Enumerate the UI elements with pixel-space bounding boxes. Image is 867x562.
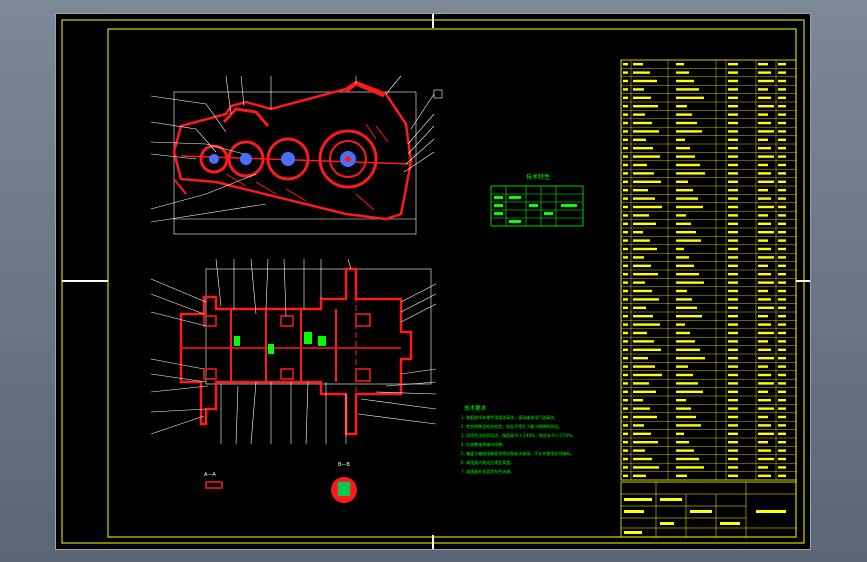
- spec-table-title: 技术特性: [526, 173, 550, 181]
- front-view: [150, 75, 443, 235]
- section-label-b: B—B: [338, 462, 350, 468]
- note-2: 2. 啮合侧隙用铅丝检验，铅丝不得大于最小侧隙的四倍。: [461, 423, 562, 429]
- front-view-leaders: [150, 75, 435, 223]
- section-label-a: A—A: [204, 472, 216, 478]
- gear-2: [227, 140, 265, 178]
- gear-3: [266, 137, 310, 181]
- top-view: A—A B—B: [150, 258, 437, 503]
- note-6: 6. 减速器内装油至规定高度。: [461, 459, 514, 465]
- note-4: 4. 应调整轴承轴向间隙。: [461, 441, 506, 447]
- top-view-dimension-box: [205, 268, 432, 385]
- front-view-dimension-box: [173, 91, 417, 235]
- gear-4: [318, 129, 378, 189]
- inspection-cover: [222, 107, 270, 127]
- housing-plan: [179, 267, 413, 436]
- drawing-sheet: 技术特性: [55, 13, 811, 550]
- notes-title: 技术要求: [464, 404, 487, 412]
- spec-table: 技术特性: [490, 173, 584, 227]
- parts-list: [620, 59, 797, 481]
- note-1: 1. 装配前所有零件用煤油清洗，滚动轴承用汽油清洗。: [461, 414, 558, 420]
- technical-notes: 技术要求 1. 装配前所有零件用煤油清洗，滚动轴承用汽油清洗。 2. 啮合侧隙用…: [461, 404, 576, 474]
- cad-drawing: 技术特性: [61, 14, 810, 549]
- gear-contacts: [234, 332, 326, 354]
- top-view-leaders: [150, 258, 437, 445]
- title-block: [620, 481, 797, 538]
- note-7: 7. 减速器外表面涂灰色油漆。: [461, 468, 514, 474]
- note-3: 3. 用涂色法检验斑点，按齿高不小于40%，按齿长不小于50%。: [461, 432, 576, 438]
- section-details: A—A B—B: [204, 462, 357, 503]
- note-5: 5. 箱盖与箱座接触面涂密封胶或水玻璃，不允许使用任何填料。: [461, 450, 574, 456]
- key-section: [205, 481, 223, 489]
